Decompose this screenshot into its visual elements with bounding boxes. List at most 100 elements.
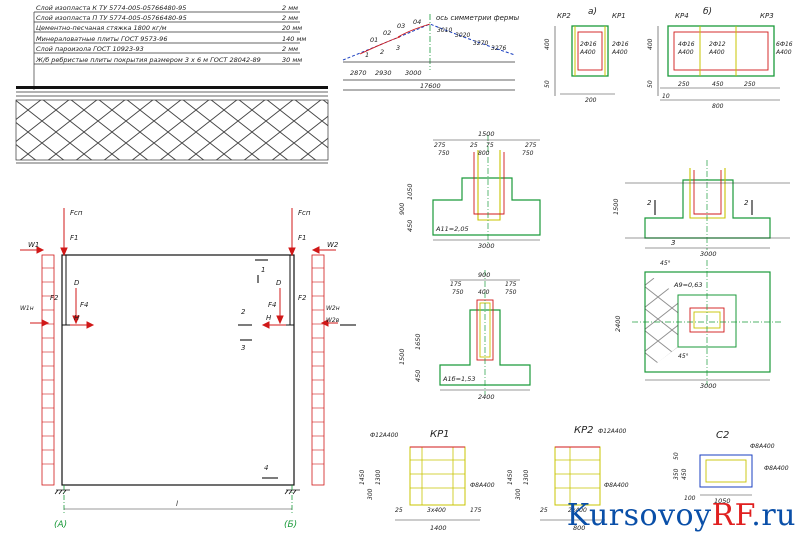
- section-a-height: 400: [544, 38, 551, 50]
- truss-label-2: 2: [380, 48, 384, 56]
- layer-4-text: Минераловатные плиты ГОСТ 9573-96: [36, 35, 167, 43]
- kp2-dim-25: 25: [540, 507, 548, 514]
- truss-length-3276: 3276: [491, 45, 506, 52]
- beam-section-a: а) КР2 КР1 2Ф16 А400 2Ф16 А400 400 50 20…: [544, 7, 629, 104]
- truss-span-17600: 17600: [420, 82, 441, 90]
- plan-rebar-area: А9=0,63: [673, 281, 703, 289]
- load-d-left: D: [74, 279, 80, 287]
- frame-scheme: (А) (Б) l Fсп Fсп F1 F1 W1 W2 D D F2 F2 …: [20, 208, 356, 530]
- f1-dim-800: 800: [478, 150, 490, 157]
- foundation-3: 1500 3000 2 2 3 45°: [612, 160, 790, 267]
- load-d-right: D: [276, 279, 282, 287]
- layer-3-text: Цементно-песчаная стяжка 1800 кг/м: [36, 24, 167, 32]
- truss-label-01: 01: [370, 36, 378, 44]
- load-f4-right: F4: [268, 301, 276, 309]
- f1-dim-1500: 1500: [478, 130, 495, 138]
- watermark-accent: RF: [711, 498, 752, 533]
- span-label: l: [176, 500, 178, 508]
- truss-dim-2930: 2930: [375, 69, 392, 77]
- kr2-tag-a: КР2: [557, 12, 571, 20]
- kp1-title: КР1: [430, 429, 450, 440]
- kp2-dim-300: 300: [515, 488, 522, 500]
- roof-section: [15, 86, 329, 164]
- kp2-bar-side: Ф8А400: [604, 482, 629, 489]
- f1-dim-750b: 750: [522, 150, 534, 157]
- load-f4-left: F4: [80, 301, 88, 309]
- f2-dim-750b: 750: [505, 289, 517, 296]
- kr4-tag: КР4: [675, 12, 689, 20]
- layer-2-thickness: 2 мм: [282, 14, 298, 22]
- load-f2-left: F2: [50, 294, 59, 302]
- kp1-dim-3x400: 3х400: [427, 507, 446, 514]
- truss-label-3: 3: [396, 44, 400, 52]
- kp1-dim-175: 175: [470, 507, 482, 514]
- plan-dim-3000: 3000: [700, 382, 717, 390]
- load-w2: W2: [327, 241, 339, 249]
- section-b-cover: 50: [647, 80, 654, 88]
- kp2-bar-top: Ф12А400: [598, 428, 627, 435]
- f1-dim-750: 750: [438, 150, 450, 157]
- load-f1-right: F1: [298, 234, 306, 242]
- load-h-left: H: [74, 314, 80, 322]
- section-b-rebar-1: 4Ф16: [678, 41, 695, 48]
- f3-mark-2-right: 2: [744, 199, 749, 207]
- f2-rebar-area: А1б=1,53: [442, 375, 476, 383]
- section-b-rebar-2-class: А400: [708, 49, 725, 56]
- f1-dim-275: 275: [434, 142, 446, 149]
- section-b-height: 400: [647, 38, 654, 50]
- axis-a-label: (А): [54, 520, 67, 530]
- c2-dim-450: 450: [681, 468, 688, 480]
- c2-dim-100: 100: [684, 495, 696, 502]
- foundation-2: 900 175 750 400 175 750 1650 450 1500 24…: [398, 270, 531, 401]
- f2-dim-175: 175: [450, 281, 462, 288]
- plan-angle: 45°: [678, 353, 689, 360]
- roof-layers-legend: Слой изопласта К ТУ 5774-005-05766480-95…: [33, 4, 306, 90]
- foundation-plan: 2400 3000 А9=0,63 45°: [614, 260, 782, 390]
- kp1-dim-1450: 1450: [359, 470, 366, 485]
- axis-b-label: (Б): [284, 520, 297, 530]
- f3-dim-3000: 3000: [700, 250, 717, 258]
- f1-rebar-area: А11=2,05: [435, 225, 469, 233]
- load-f1-left: F1: [70, 234, 78, 242]
- f3-angle: 45°: [660, 260, 671, 267]
- f2-dim-2400: 2400: [478, 393, 495, 401]
- f3-mark-2-left: 2: [647, 199, 652, 207]
- kp1-bar-side: Ф8А400: [470, 482, 495, 489]
- truss-label-02: 02: [383, 29, 391, 37]
- c2-title: С2: [716, 430, 729, 441]
- layer-6-text: Ж/б ребристые плиты покрытия размером 3 …: [35, 56, 261, 64]
- section-b-edge: 10: [662, 93, 670, 100]
- truss-label-03: 03: [397, 22, 405, 30]
- kp2-title: КР2: [574, 425, 594, 436]
- load-h-right: H: [266, 314, 272, 322]
- kr1-tag-a: КР1: [612, 12, 626, 20]
- cage-c2: С2 Ф8А400 Ф8А400 50 350 450 1050 100: [673, 430, 789, 505]
- truss-length-3020: 3020: [455, 32, 470, 39]
- section-b-rebar-3-class: А400: [775, 49, 792, 56]
- layer-5-text: Слой пароизола ГОСТ 10923-93: [36, 45, 144, 53]
- kp2-dim-800: 800: [573, 524, 585, 532]
- c2-bar-top: Ф8А400: [750, 443, 775, 450]
- kp2-dim-2x400: 2х400: [568, 507, 587, 514]
- section-a-rebar-1-class: А400: [579, 49, 596, 56]
- section-mark-2: 2: [241, 308, 246, 316]
- section-a-rebar-2-class: А400: [611, 49, 628, 56]
- section-a-rebar-1: 2Ф16: [580, 41, 597, 48]
- kp2-dim-1450: 1450: [507, 470, 514, 485]
- section-b-rebar-3: 6Ф16: [776, 41, 793, 48]
- f1-dim-450: 450: [406, 220, 414, 232]
- truss-length-3270: 3270: [473, 40, 488, 47]
- kp1-dim-1400: 1400: [430, 524, 447, 532]
- layer-2-text: Слой изопласта П ТУ 5774-005-05766480-95: [36, 14, 187, 22]
- truss-label-1: 1: [365, 51, 369, 59]
- truss-dim-2870: 2870: [350, 69, 367, 77]
- section-mark-3: 3: [241, 344, 245, 352]
- layer-3-thickness: 20 мм: [282, 24, 302, 32]
- c2-dim-350: 350: [673, 468, 680, 480]
- load-w2n: W2н: [326, 305, 340, 312]
- layer-6-thickness: 30 мм: [282, 56, 302, 64]
- load-w1: W1: [28, 241, 39, 249]
- section-b-rebar-2: 2Ф12: [709, 41, 726, 48]
- f1-dim-3000: 3000: [478, 242, 495, 250]
